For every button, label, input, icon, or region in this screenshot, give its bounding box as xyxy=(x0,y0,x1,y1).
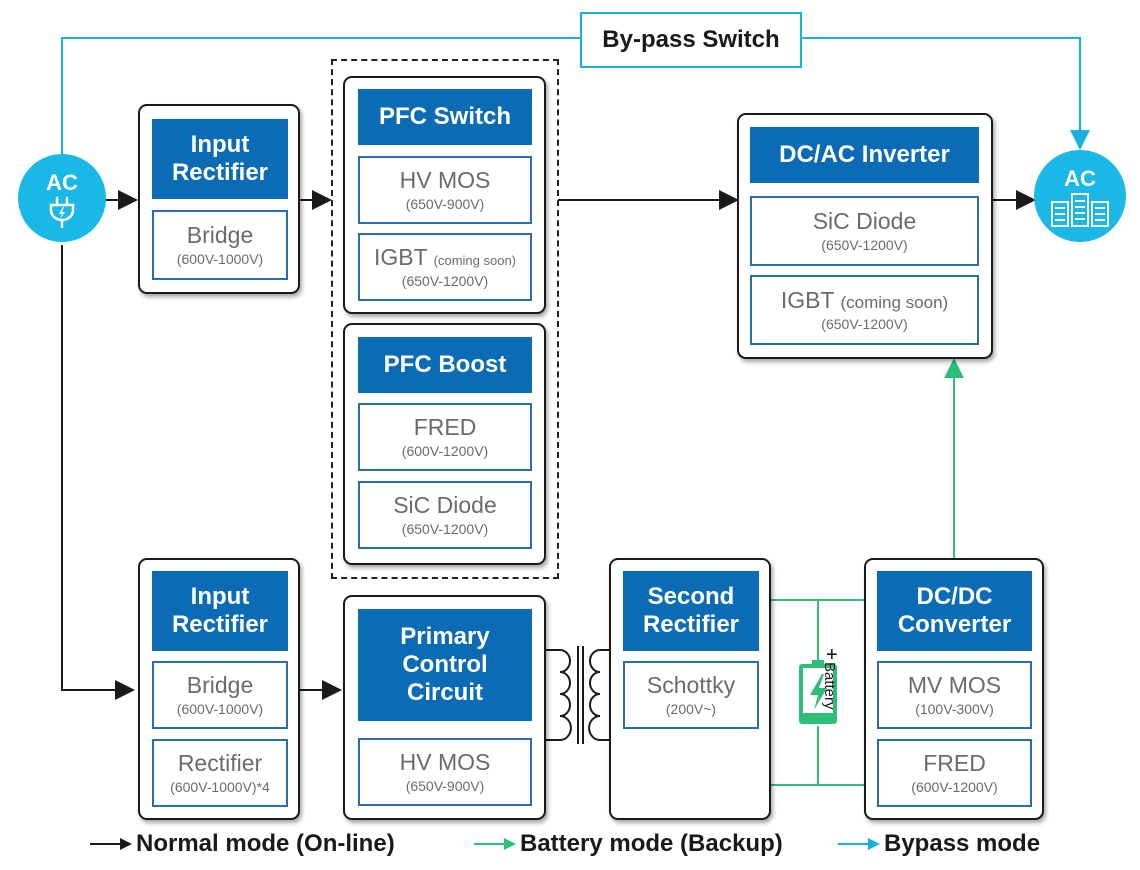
primary-control-title: Primary Control Circuit xyxy=(358,609,532,721)
part-name: FRED xyxy=(413,414,477,441)
part-range: (600V-1000V) xyxy=(176,250,264,267)
part-name: SiC Diode xyxy=(393,492,497,519)
part-name: Bridge xyxy=(186,222,254,249)
pfc-boost-title: PFC Boost xyxy=(358,337,532,393)
part-name: IGBT xyxy=(780,287,835,314)
input-rectifier-top-title: Input Rectifier xyxy=(152,119,288,199)
part-name: MV MOS xyxy=(907,672,1002,699)
legend-normal: Normal mode (On-line) xyxy=(90,830,395,858)
plug-icon xyxy=(49,196,75,228)
transformer xyxy=(545,646,610,744)
arrow-ac-to-bottom-rect xyxy=(61,245,135,700)
part-name: Schottky xyxy=(646,672,736,699)
bridge-bottom-part: Bridge (600V-1000V) xyxy=(152,661,288,729)
legend-battery-label: Battery mode (Backup) xyxy=(520,830,783,857)
legend-battery: Battery mode (Backup) xyxy=(474,830,783,858)
part-range: (100V-300V) xyxy=(915,700,994,717)
part-range: (200V~) xyxy=(665,700,717,717)
part-name: IGBT xyxy=(373,244,428,271)
part-name: Bridge xyxy=(186,672,254,699)
second-rectifier-title: Second Rectifier xyxy=(623,571,759,651)
part-range: (600V-1000V)*4 xyxy=(170,778,270,795)
igbt-inverter-part: IGBT (coming soon) (650V-1200V) xyxy=(750,275,979,345)
part-name-row: IGBT (coming soon) xyxy=(374,245,516,270)
mv-mos-part: MV MOS (100V-300V) xyxy=(877,661,1032,729)
part-range: (650V-1200V) xyxy=(821,315,908,332)
part-range: (650V-1200V) xyxy=(401,520,489,537)
pfc-switch-title: PFC Switch xyxy=(358,89,532,145)
green-arrow-icon xyxy=(474,838,516,850)
part-name: HV MOS xyxy=(399,167,491,194)
part-range: (650V-1200V) xyxy=(401,272,489,289)
ac-output-label: AC xyxy=(1064,166,1096,191)
bypass-line xyxy=(61,37,580,165)
black-arrow-icon xyxy=(90,838,132,850)
battery-icon xyxy=(799,660,837,724)
legend-normal-label: Normal mode (On-line) xyxy=(136,830,395,857)
bypass-switch-box: By-pass Switch xyxy=(580,12,802,68)
server-icon xyxy=(1051,193,1109,227)
battery-lines xyxy=(770,599,865,786)
sic-diode-pfc-part: SiC Diode (650V-1200V) xyxy=(358,481,532,549)
part-range: (600V-1000V) xyxy=(176,700,264,717)
pfc-group-outline xyxy=(331,59,559,579)
part-note: (coming soon) xyxy=(433,253,517,269)
cyan-arrow-icon xyxy=(838,838,880,850)
part-name: FRED xyxy=(923,750,986,777)
fred-pfc-part: FRED (600V-1200V) xyxy=(358,403,532,471)
part-name: SiC Diode xyxy=(812,208,917,235)
part-range: (650V-900V) xyxy=(405,195,485,212)
dc-dc-converter-title: DC/DC Converter xyxy=(877,571,1032,651)
legend-bypass-label: Bypass mode xyxy=(884,830,1041,857)
fred-dcdc-part: FRED (600V-1200V) xyxy=(877,739,1032,807)
battery-plus: + xyxy=(826,644,838,666)
battery-label: Battery xyxy=(821,662,838,710)
legend-bypass: Bypass mode xyxy=(838,830,1040,858)
hv-mos-primary-part: HV MOS (650V-900V) xyxy=(358,738,532,806)
part-range: (650V-1200V) xyxy=(821,236,908,253)
bypass-line-right xyxy=(800,37,1090,150)
ac-output-node: AC xyxy=(1034,150,1126,242)
hv-mos-pfc-part: HV MOS (650V-900V) xyxy=(358,156,532,224)
ac-input-node: AC xyxy=(18,154,106,242)
part-name: Rectifier xyxy=(177,750,263,777)
part-range: (600V-1200V) xyxy=(911,778,998,795)
dc-ac-inverter-title: DC/AC Inverter xyxy=(750,127,979,183)
rectifier-bottom-part: Rectifier (600V-1000V)*4 xyxy=(152,739,288,807)
part-name-row: IGBT (coming soon) xyxy=(781,288,948,313)
part-range: (650V-900V) xyxy=(405,777,485,794)
igbt-pfc-part: IGBT (coming soon) (650V-1200V) xyxy=(358,233,532,301)
bridge-top-part: Bridge (600V-1000V) xyxy=(152,210,288,280)
ac-input-label: AC xyxy=(46,170,78,195)
schottky-part: Schottky (200V~) xyxy=(623,661,759,729)
part-name: HV MOS xyxy=(399,749,491,776)
part-note: (coming soon) xyxy=(840,293,949,313)
input-rectifier-bottom-title: Input Rectifier xyxy=(152,571,288,651)
sic-diode-inverter-part: SiC Diode (650V-1200V) xyxy=(750,196,979,266)
part-range: (600V-1200V) xyxy=(401,442,489,459)
